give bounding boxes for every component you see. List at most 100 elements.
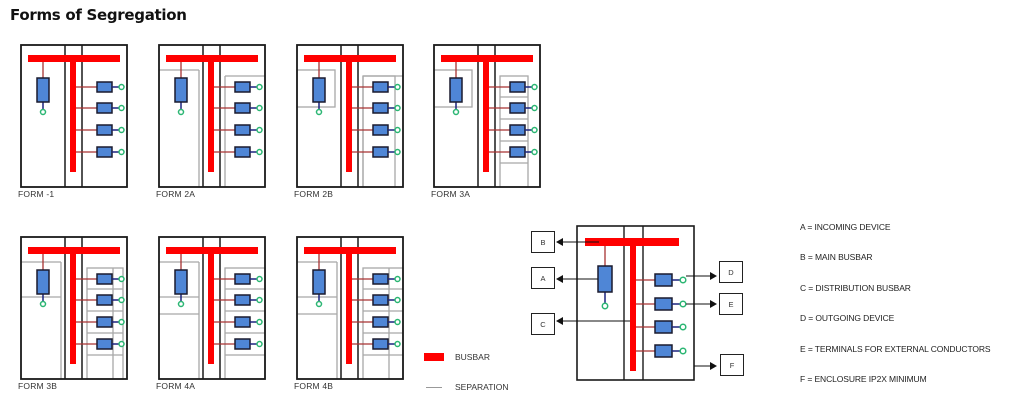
incoming-device: [597, 265, 613, 293]
incoming-device: [312, 77, 326, 103]
terminal-icon: [394, 148, 401, 156]
outgoing-device: [372, 273, 389, 285]
terminal-icon: [39, 108, 47, 116]
arrowhead-icon: [710, 362, 717, 370]
legend-busbar-label: BUSBAR: [455, 352, 490, 362]
form-diagram: [433, 44, 541, 188]
terminal-icon: [118, 83, 125, 91]
incoming-device: [36, 77, 50, 103]
enclosure: [20, 44, 128, 188]
outgoing-device: [234, 316, 251, 328]
form-diagram: [20, 236, 128, 380]
distribution-busbar: [70, 247, 76, 364]
incoming-device: [449, 77, 463, 103]
incoming-device: [36, 269, 50, 295]
legend-separation-label: SEPARATION: [455, 382, 509, 392]
outgoing-device: [372, 146, 389, 158]
key-box-a: A: [531, 267, 555, 289]
outgoing-device: [96, 294, 113, 306]
terminal-icon: [118, 126, 125, 134]
terminal-icon: [256, 340, 263, 348]
terminal-icon: [118, 148, 125, 156]
terminal-icon: [679, 276, 687, 284]
terminal-icon: [679, 323, 687, 331]
enclosure: [296, 236, 404, 380]
outgoing-device: [96, 316, 113, 328]
key-box-f: F: [720, 354, 744, 376]
terminal-icon: [394, 340, 401, 348]
form-panel: FORM 2B: [294, 42, 406, 208]
outgoing-device: [234, 102, 251, 114]
definition-e: E = TERMINALS FOR EXTERNAL CONDUCTORS: [800, 344, 991, 354]
distribution-busbar: [630, 238, 636, 371]
terminal-icon: [531, 148, 538, 156]
arrowhead-icon: [556, 238, 563, 246]
terminal-icon: [118, 340, 125, 348]
busbar-swatch: [424, 353, 444, 361]
outgoing-device: [234, 294, 251, 306]
definition-a: A = INCOMING DEVICE: [800, 222, 891, 232]
outgoing-device: [234, 338, 251, 350]
outgoing-device: [509, 81, 526, 93]
terminal-icon: [118, 104, 125, 112]
distribution-busbar: [208, 247, 214, 364]
enclosure: [20, 236, 128, 380]
outgoing-device: [96, 102, 113, 114]
terminal-icon: [315, 300, 323, 308]
distribution-busbar: [208, 55, 214, 172]
form-diagram: [20, 44, 128, 188]
terminal-icon: [118, 318, 125, 326]
page-title: Forms of Segregation: [10, 6, 187, 24]
outgoing-device: [234, 81, 251, 93]
terminal-icon: [118, 275, 125, 283]
outgoing-device: [96, 81, 113, 93]
terminal-icon: [531, 83, 538, 91]
terminal-icon: [394, 104, 401, 112]
definition-d: D = OUTGOING DEVICE: [800, 313, 895, 323]
form-panel: FORM 2A: [156, 42, 268, 208]
terminal-icon: [177, 300, 185, 308]
enclosure: [576, 225, 695, 381]
outgoing-device: [654, 344, 673, 358]
terminal-icon: [118, 296, 125, 304]
form-panel: FORM -1: [18, 42, 130, 208]
outgoing-device: [96, 146, 113, 158]
terminal-icon: [394, 126, 401, 134]
outgoing-device: [372, 102, 389, 114]
separation-swatch: [426, 387, 442, 388]
outgoing-device: [372, 338, 389, 350]
definition-c: C = DISTRIBUTION BUSBAR: [800, 283, 911, 293]
distribution-busbar: [483, 55, 489, 172]
incoming-device: [312, 269, 326, 295]
enclosure: [158, 44, 266, 188]
outgoing-device: [509, 146, 526, 158]
form-panel: FORM 4B: [294, 234, 406, 400]
form-panel: FORM 4A: [156, 234, 268, 400]
outgoing-device: [654, 297, 673, 311]
form-label: FORM 4A: [156, 381, 196, 391]
distribution-busbar: [70, 55, 76, 172]
form-label: FORM 3B: [18, 381, 58, 391]
outgoing-device: [234, 273, 251, 285]
terminal-icon: [315, 108, 323, 116]
key-box-c: C: [531, 313, 555, 335]
form-diagram: [296, 236, 404, 380]
incoming-device: [174, 269, 188, 295]
form-diagram: [158, 236, 266, 380]
arrowhead-icon: [556, 275, 563, 283]
form-panel: FORM 3B: [18, 234, 130, 400]
arrowhead-icon: [710, 272, 717, 280]
outgoing-device: [96, 124, 113, 136]
outgoing-device: [372, 81, 389, 93]
incoming-device: [174, 77, 188, 103]
enclosure: [158, 236, 266, 380]
terminal-icon: [394, 296, 401, 304]
key-box-d: D: [719, 261, 743, 283]
form-label: FORM 3A: [431, 189, 471, 199]
terminal-icon: [679, 347, 687, 355]
outgoing-device: [654, 273, 673, 287]
outgoing-device: [372, 316, 389, 328]
form-label: FORM 4B: [294, 381, 334, 391]
key-diagram: [556, 225, 717, 381]
terminal-icon: [39, 300, 47, 308]
